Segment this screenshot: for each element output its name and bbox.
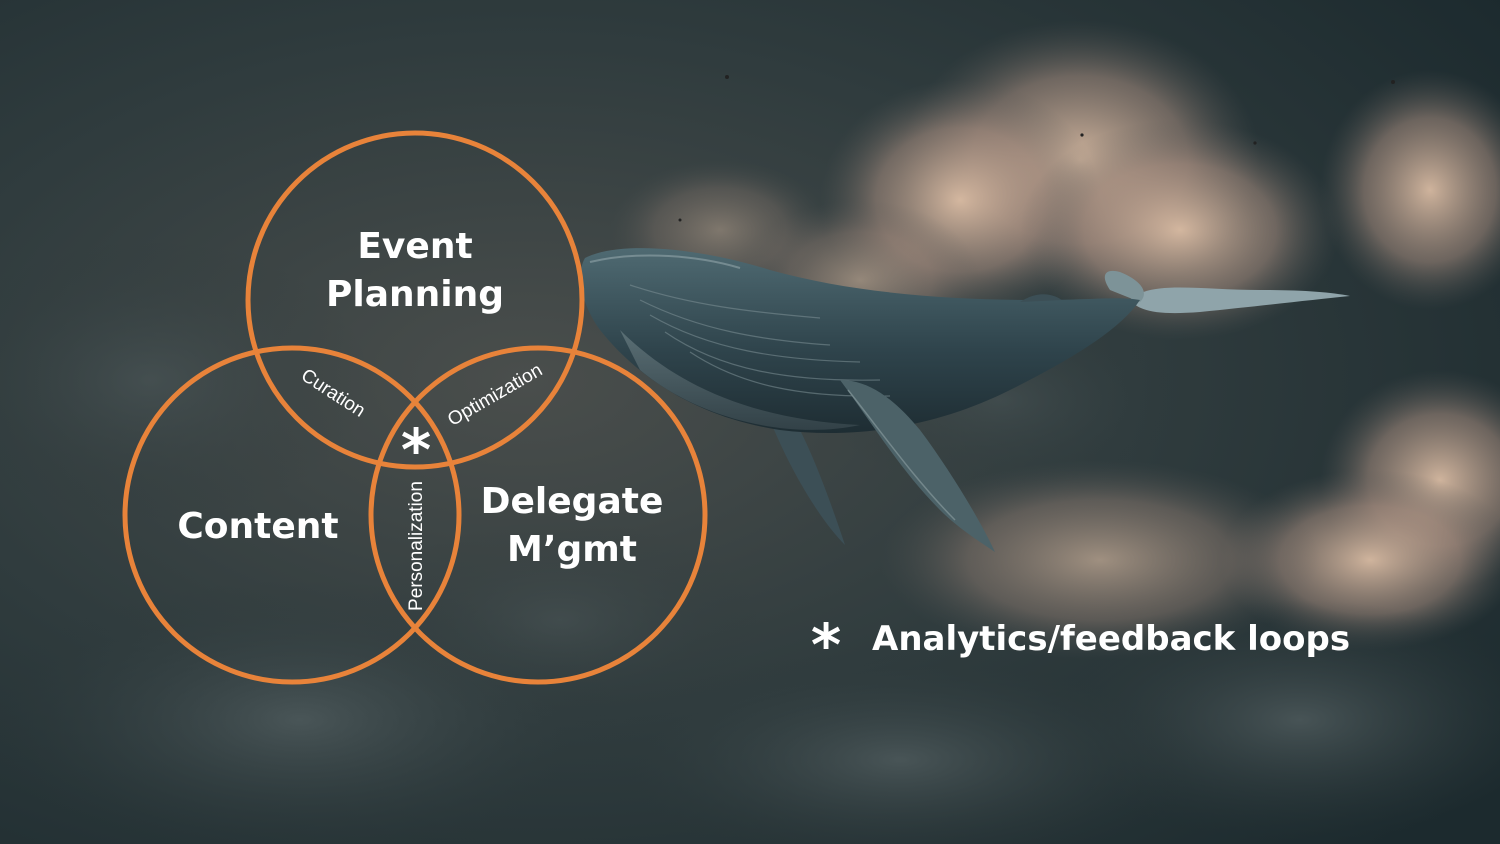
label-planning: Planning <box>326 274 504 315</box>
venn-diagram <box>122 130 708 685</box>
birds <box>678 75 1395 222</box>
legend-text: Analytics/feedback loops <box>872 619 1350 659</box>
center-asterisk: * <box>401 416 431 484</box>
circle-content <box>122 345 462 685</box>
whale-illustration <box>580 248 1350 552</box>
label-event: Event <box>357 226 472 267</box>
legend-asterisk: * <box>811 611 841 679</box>
label-personalization: Personalization <box>406 481 427 611</box>
label-content: Content <box>177 506 338 547</box>
label-delegate: Delegate <box>481 481 664 522</box>
label-mgmt: M’gmt <box>507 529 637 570</box>
cloud-layer <box>0 20 1500 844</box>
circle-event-planning <box>245 130 585 470</box>
circle-delegate-mgmt <box>368 345 708 685</box>
